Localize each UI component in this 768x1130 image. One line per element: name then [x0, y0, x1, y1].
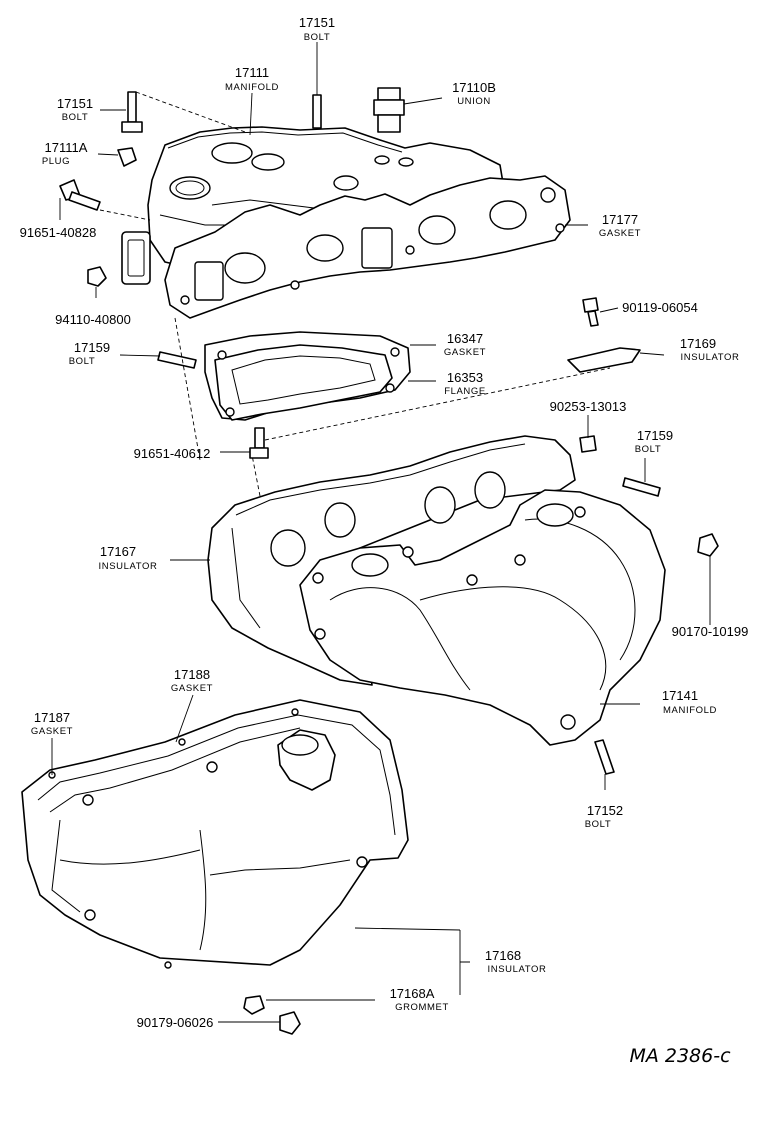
part-number: 17151 — [299, 15, 335, 30]
part-number: 17177 — [602, 212, 638, 227]
hardware-drawing — [59, 87, 719, 1035]
part-number: 91651-40612 — [134, 446, 211, 461]
part-number: 17111 — [235, 65, 269, 80]
label-17111a: 17111A PLUG — [42, 140, 88, 167]
part-name: MANIFOLD — [663, 705, 717, 716]
part-number: 17168A — [390, 986, 435, 1001]
part-name: BOLT — [69, 356, 96, 367]
part-number: 17152 — [587, 803, 623, 818]
part-number: 90179-06026 — [137, 1015, 214, 1030]
part-number: 17169 — [680, 336, 716, 351]
label-17151-top: 17151 BOLT — [299, 15, 335, 43]
part-name: BOLT — [585, 819, 612, 830]
label-17168a: 17168A GROMMET — [390, 986, 449, 1013]
part-number: 17159 — [74, 340, 110, 355]
part-number: 17167 — [100, 544, 136, 559]
label-17151-left: 17151 BOLT — [57, 96, 93, 123]
part-name: GASKET — [171, 683, 213, 694]
leader-lines — [51, 42, 711, 1023]
part-number: 17111A — [45, 140, 88, 155]
label-17187: 17187 GASKET — [31, 710, 73, 737]
label-90119-06054: 90119-06054 — [622, 300, 698, 315]
lower-insulator-drawing — [21, 699, 409, 969]
part-name: GROMMET — [395, 1002, 449, 1013]
part-name: BOLT — [304, 32, 331, 43]
part-number: 17187 — [34, 710, 70, 725]
part-name: GASKET — [444, 347, 486, 358]
part-number: 16347 — [447, 331, 483, 346]
part-number: 17159 — [637, 428, 673, 443]
part-name: GASKET — [599, 228, 641, 239]
part-number: 17188 — [174, 667, 210, 682]
part-number: 90119-06054 — [622, 300, 698, 315]
part-number: 91651-40828 — [20, 225, 97, 240]
label-16347: 16347 GASKET — [444, 331, 486, 358]
part-number: 16353 — [447, 370, 483, 385]
label-90179-06026: 90179-06026 — [137, 1015, 214, 1030]
label-17169: 17169 INSULATOR — [680, 336, 740, 363]
label-90253-13013: 90253-13013 — [550, 399, 627, 414]
part-number: 17151 — [57, 96, 93, 111]
label-90170-10199: 90170-10199 — [672, 624, 749, 639]
label-94110-40800: 94110-40800 — [55, 312, 131, 327]
insulator-17167-drawing — [207, 435, 576, 686]
label-17159-left: 17159 BOLT — [69, 340, 110, 367]
part-name: PLUG — [42, 156, 70, 167]
diagram-reference-code: MA 2386-c — [629, 1045, 731, 1067]
part-name: UNION — [457, 96, 491, 107]
part-name: BOLT — [62, 112, 89, 123]
exhaust-manifold-drawing — [299, 489, 666, 746]
part-number: 17141 — [662, 688, 698, 703]
label-17152: 17152 BOLT — [585, 803, 623, 830]
part-number: 17168 — [485, 948, 521, 963]
insulator-17169-drawing — [567, 347, 641, 373]
gasket-flange-drawing — [204, 331, 411, 421]
alignment-lines — [99, 91, 611, 497]
label-17188: 17188 GASKET — [171, 667, 213, 694]
label-91651-40828: 91651-40828 — [20, 225, 97, 240]
label-17177: 17177 GASKET — [599, 212, 641, 239]
part-name: GASKET — [31, 726, 73, 737]
label-17159-right: 17159 BOLT — [635, 428, 673, 455]
part-name: BOLT — [635, 444, 662, 455]
label-17111: 17111 MANIFOLD — [225, 65, 279, 93]
part-number: 17110B — [452, 80, 496, 95]
label-16353: 16353 FLANGE — [444, 370, 486, 397]
part-name: INSULATOR — [488, 964, 547, 975]
label-17167: 17167 INSULATOR — [99, 544, 158, 572]
part-name: INSULATOR — [99, 561, 158, 572]
part-number: 94110-40800 — [55, 312, 131, 327]
part-number: 90253-13013 — [550, 399, 627, 414]
gasket-17177-drawing — [164, 175, 571, 319]
part-name: FLANGE — [444, 386, 486, 397]
part-number: 90170-10199 — [672, 624, 749, 639]
part-name: MANIFOLD — [225, 82, 279, 93]
label-17141: 17141 MANIFOLD — [662, 688, 717, 716]
part-name: INSULATOR — [681, 352, 740, 363]
label-17168: 17168 INSULATOR — [485, 948, 547, 975]
label-91651-40612: 91651-40612 — [134, 446, 211, 461]
label-17110b: 17110B UNION — [452, 80, 496, 107]
